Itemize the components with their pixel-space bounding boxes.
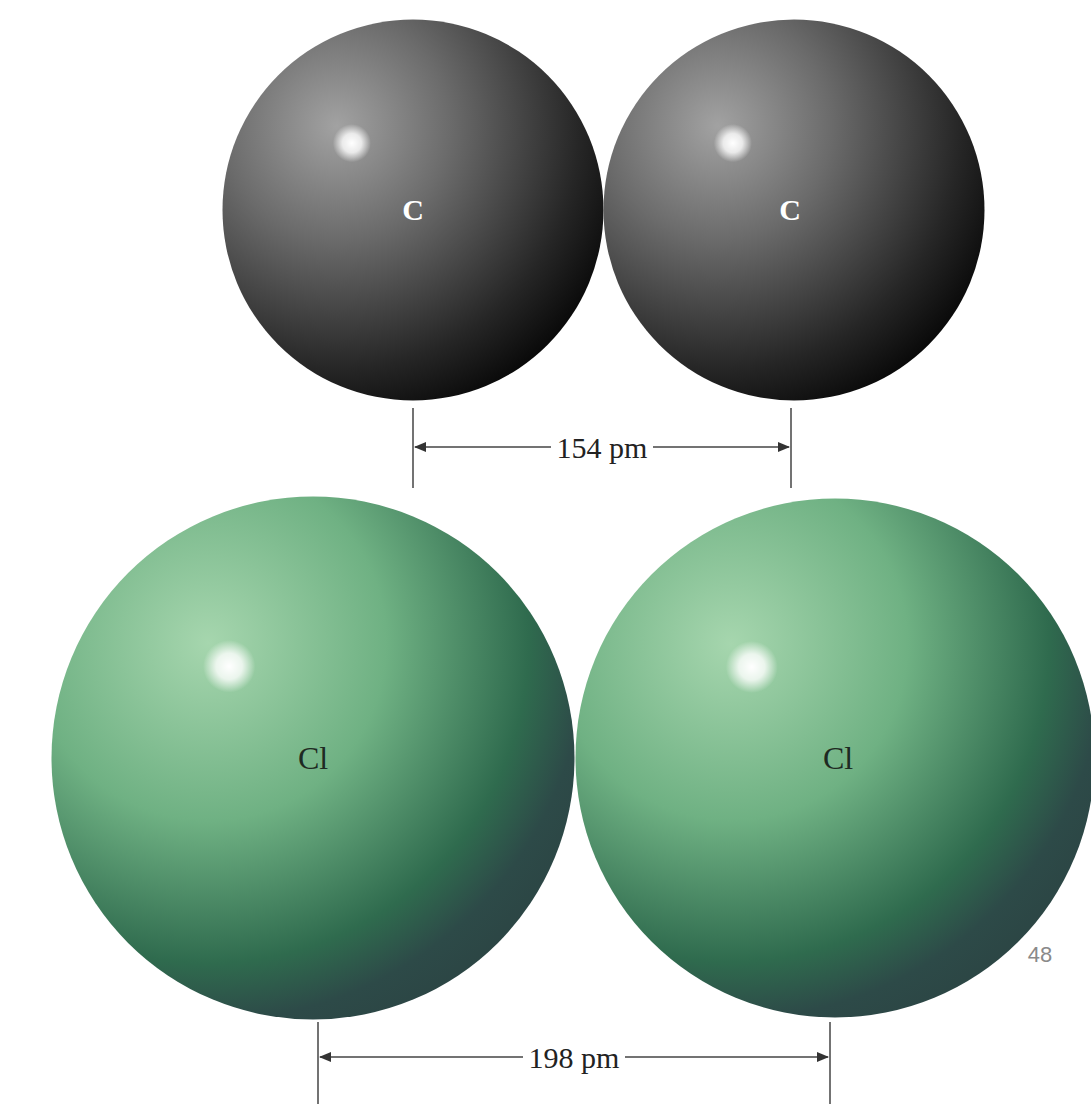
- extension-line: [790, 408, 792, 488]
- dimension-label: 154 pm: [551, 431, 654, 464]
- chlorine-atom: Cl: [575, 498, 1091, 1018]
- extension-line: [829, 1022, 831, 1104]
- element-symbol: C: [402, 193, 424, 227]
- carbon-atom: C: [222, 19, 604, 401]
- element-symbol: Cl: [823, 740, 853, 777]
- page-number: 48: [1022, 943, 1058, 967]
- extension-line: [317, 1022, 319, 1104]
- element-symbol: C: [779, 193, 801, 227]
- element-symbol: Cl: [298, 740, 328, 777]
- dimension-label: 198 pm: [523, 1041, 626, 1074]
- extension-line: [412, 408, 414, 488]
- chlorine-atom: Cl: [51, 496, 575, 1020]
- carbon-atom: C: [603, 19, 985, 401]
